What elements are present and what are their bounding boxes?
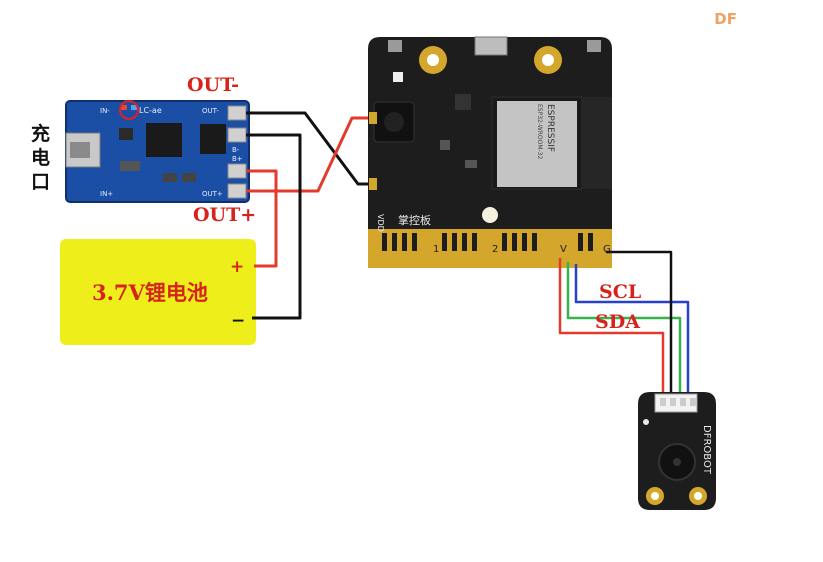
pin-label-b-minus: B- [232,146,240,154]
board-name: 掌控板 [398,213,431,227]
wire-sda-green [566,262,682,396]
protection-ic [200,124,226,154]
scl-label: SCL [599,281,641,303]
pin-label-out-minus: OUT- [202,107,219,115]
wire-b-minus [246,133,302,320]
controller-board: 1 2 V G ESPRESSIF ESP32-WROOM-32 掌控板 [368,36,612,268]
vdd-label: VDD [376,214,385,232]
i2c-wires [558,250,690,396]
watermark-text: DF [714,10,737,28]
module-model: ESP32-WROOM-32 [536,104,543,159]
pad-label-2: 2 [492,244,498,255]
charger-board: LC-ae OUT- B- B+ OUT+ IN- IN+ [65,100,250,203]
wire-vcc-red [558,258,665,396]
wire-out-minus [246,111,374,186]
battery-minus: − [231,311,245,331]
pin-label-out-plus: OUT+ [202,190,223,198]
pin-label-in-plus: IN+ [100,190,113,198]
svg-text:充: 充 [31,122,50,145]
out-minus-label: OUT- [187,74,239,96]
sensor-module: DFROBOT [638,392,716,510]
battery-label: 3.7V锂电池 [92,280,208,305]
pad-label-v: V [560,244,567,255]
led-red [120,105,127,110]
led-blue [131,105,138,110]
pad-label-g: G [603,244,611,255]
pin-label-in-minus: IN- [100,107,110,115]
pcb-text-top: LC-ae [139,106,162,115]
svg-text:口: 口 [31,171,50,193]
pin-label-b-plus: B+ [232,155,243,163]
edge-connector [368,229,612,268]
usb-connector [474,36,508,56]
sda-label: SDA [595,311,640,333]
wire-scl-blue [574,264,690,396]
charger-ic [146,123,182,157]
pad-label-1: 1 [433,244,439,255]
svg-text:电: 电 [31,146,50,169]
battery-plus: + [230,257,244,277]
wire-b-plus [246,169,278,268]
wire-out-plus [246,116,374,193]
charge-port-label: 充 电 口 [31,122,50,193]
out-plus-label: OUT+ [193,204,256,226]
wire-gnd-black [606,250,673,396]
sensor-brand: DFROBOT [701,425,712,475]
led-highlight-circle [119,100,139,120]
light-sensor [482,207,498,223]
module-brand: ESPRESSIF [545,104,555,152]
battery: 3.7V锂电池 + − [60,239,256,345]
power-wires [246,111,374,320]
